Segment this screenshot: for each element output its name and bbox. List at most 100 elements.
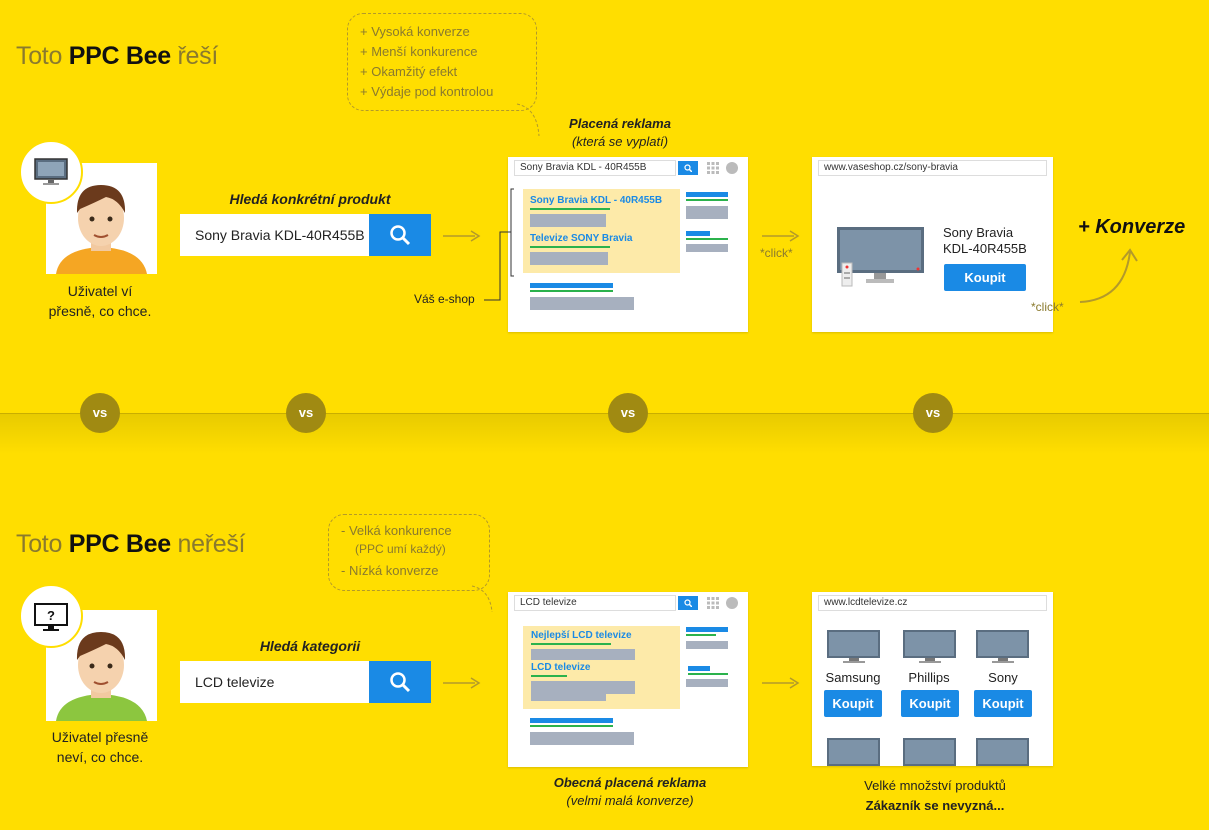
- serp-search-button[interactable]: [678, 596, 698, 610]
- click-label: *click*: [1031, 300, 1064, 314]
- vs-badge: vs: [913, 393, 953, 433]
- search-button[interactable]: [369, 661, 431, 703]
- tv-icon: [827, 738, 880, 766]
- ad-text-bar: [530, 252, 608, 265]
- vs-badge: vs: [80, 393, 120, 433]
- search-icon: [390, 672, 411, 693]
- top-heading: Toto PPC Bee řeší: [16, 42, 218, 71]
- user-caption-bottom: Uživatel přesně neví, co chce.: [30, 727, 170, 767]
- organic-url-bar: [530, 725, 613, 727]
- question-monitor-icon: ?: [19, 584, 83, 648]
- ad-link-1[interactable]: Nejlepší LCD televize: [531, 630, 632, 641]
- side-ad-url: [686, 634, 716, 636]
- shop-panel-bottom: www.lcdtelevize.cz Samsung Phillips Sony…: [812, 592, 1053, 766]
- conversion-arrow: [1079, 248, 1138, 303]
- organic-text-bar: [530, 297, 634, 310]
- ad-text-bar: [531, 681, 635, 694]
- serp-query: Sony Bravia KDL - 40R455B: [514, 160, 676, 176]
- bubble-tail: [516, 103, 540, 137]
- ad-url-bar: [531, 675, 567, 677]
- user-avatar-card: [46, 163, 157, 274]
- ad-url-bar: [530, 246, 610, 248]
- shop-bar: www.vaseshop.cz/sony-bravia: [812, 157, 1053, 179]
- search-input[interactable]: Sony Bravia KDL-40R455B: [195, 227, 365, 243]
- shop-url: www.lcdtelevize.cz: [818, 595, 1047, 611]
- divider-line: [0, 413, 1209, 414]
- ad-text-bar: [530, 214, 606, 227]
- vs-badge: vs: [286, 393, 326, 433]
- search-icon: [684, 599, 692, 607]
- buy-button[interactable]: Koupit: [824, 690, 882, 717]
- buy-button[interactable]: Koupit: [901, 690, 959, 717]
- brand-label: Samsung: [825, 670, 881, 685]
- serp-search-button[interactable]: [678, 161, 698, 175]
- side-ad-url: [686, 238, 728, 240]
- arrow-icon: [762, 677, 800, 689]
- product-name-line: Sony Bravia: [943, 225, 1014, 240]
- user-avatar-card: [46, 610, 157, 721]
- product-name: Sony Bravia KDL-40R455B: [943, 225, 1027, 257]
- top-heading-post: řeší: [177, 42, 219, 70]
- ad-label-title: Placená reklama: [569, 116, 671, 131]
- buy-button[interactable]: Koupit: [944, 264, 1026, 291]
- side-ad-bar: [686, 627, 728, 632]
- conversion-label: + Konverze: [1078, 216, 1186, 238]
- shop-url: www.vaseshop.cz/sony-bravia: [818, 160, 1047, 176]
- ad-link-2[interactable]: LCD televize: [531, 662, 591, 673]
- tv-icon: [976, 630, 1029, 663]
- serp-panel-top: Sony Bravia KDL - 40R455B Sony Bravia KD…: [508, 157, 748, 332]
- ad-link-2[interactable]: Televize SONY Bravia: [530, 233, 633, 244]
- tv-icon: [827, 630, 880, 663]
- caption-line: Uživatel ví: [67, 283, 133, 299]
- search-box-top[interactable]: Sony Bravia KDL-40R455B: [180, 214, 431, 256]
- search-label-top: Hledá konkrétní produkt: [229, 191, 391, 207]
- ad-link-1[interactable]: Sony Bravia KDL - 40R455B: [530, 195, 663, 206]
- side-ad-url: [686, 199, 728, 201]
- drawback-item: - Nízká konverze: [341, 563, 439, 578]
- profile-icon[interactable]: [726, 597, 738, 609]
- search-box-bottom[interactable]: LCD televize: [180, 661, 431, 703]
- profile-icon[interactable]: [726, 162, 738, 174]
- side-ad-text: [686, 679, 728, 687]
- product-name-line: KDL-40R455B: [943, 241, 1027, 256]
- user-avatar: [46, 610, 157, 721]
- search-button[interactable]: [369, 214, 431, 256]
- result-line: Velké množství produktů: [864, 778, 1006, 793]
- shop-bar: www.lcdtelevize.cz: [812, 592, 1053, 614]
- tv-icon: [903, 738, 956, 766]
- caption-line: Uživatel přesně: [51, 729, 149, 745]
- apps-grid-icon[interactable]: [706, 161, 720, 175]
- benefit-item: + Výdaje pod kontrolou: [360, 84, 494, 99]
- ad-label-sub: (velmi malá konverze): [566, 793, 694, 808]
- benefit-item: + Okamžitý efekt: [360, 64, 458, 79]
- serp-bar: Sony Bravia KDL - 40R455B: [508, 157, 748, 179]
- apps-grid-icon[interactable]: [706, 596, 720, 610]
- ad-url-bar: [530, 208, 610, 210]
- organic-text-bar: [530, 732, 634, 745]
- organic-link-bar: [530, 718, 613, 723]
- drawbacks-bubble: - Velká konkurence (PPC umí každý) - Níz…: [328, 514, 490, 591]
- side-ad-text: [686, 206, 728, 219]
- tv-icon: [837, 227, 924, 287]
- search-icon: [390, 225, 411, 246]
- side-ad-bar: [686, 192, 728, 197]
- ad-text-bar: [531, 649, 635, 660]
- arrow-icon: [762, 230, 800, 242]
- buy-button[interactable]: Koupit: [974, 690, 1032, 717]
- vs-badge: vs: [608, 393, 648, 433]
- search-input[interactable]: LCD televize: [195, 674, 275, 690]
- bottom-heading-pre: Toto: [16, 530, 63, 558]
- divider-shadow: [0, 414, 1209, 454]
- brand-label: Phillips: [908, 670, 950, 685]
- bubble-tail: [471, 585, 493, 613]
- caption-line: přesně, co chce.: [48, 303, 152, 319]
- side-ad-text: [686, 641, 728, 649]
- benefit-item: + Vysoká konverze: [360, 24, 470, 39]
- caption-line: neví, co chce.: [56, 749, 144, 765]
- eshop-bracket: [484, 188, 514, 301]
- side-ad-bar: [688, 666, 710, 671]
- search-icon: [684, 164, 692, 172]
- serp-bar: LCD televize: [508, 592, 748, 614]
- bottom-heading-post: neřeší: [177, 530, 246, 558]
- tv-icon: [903, 630, 956, 663]
